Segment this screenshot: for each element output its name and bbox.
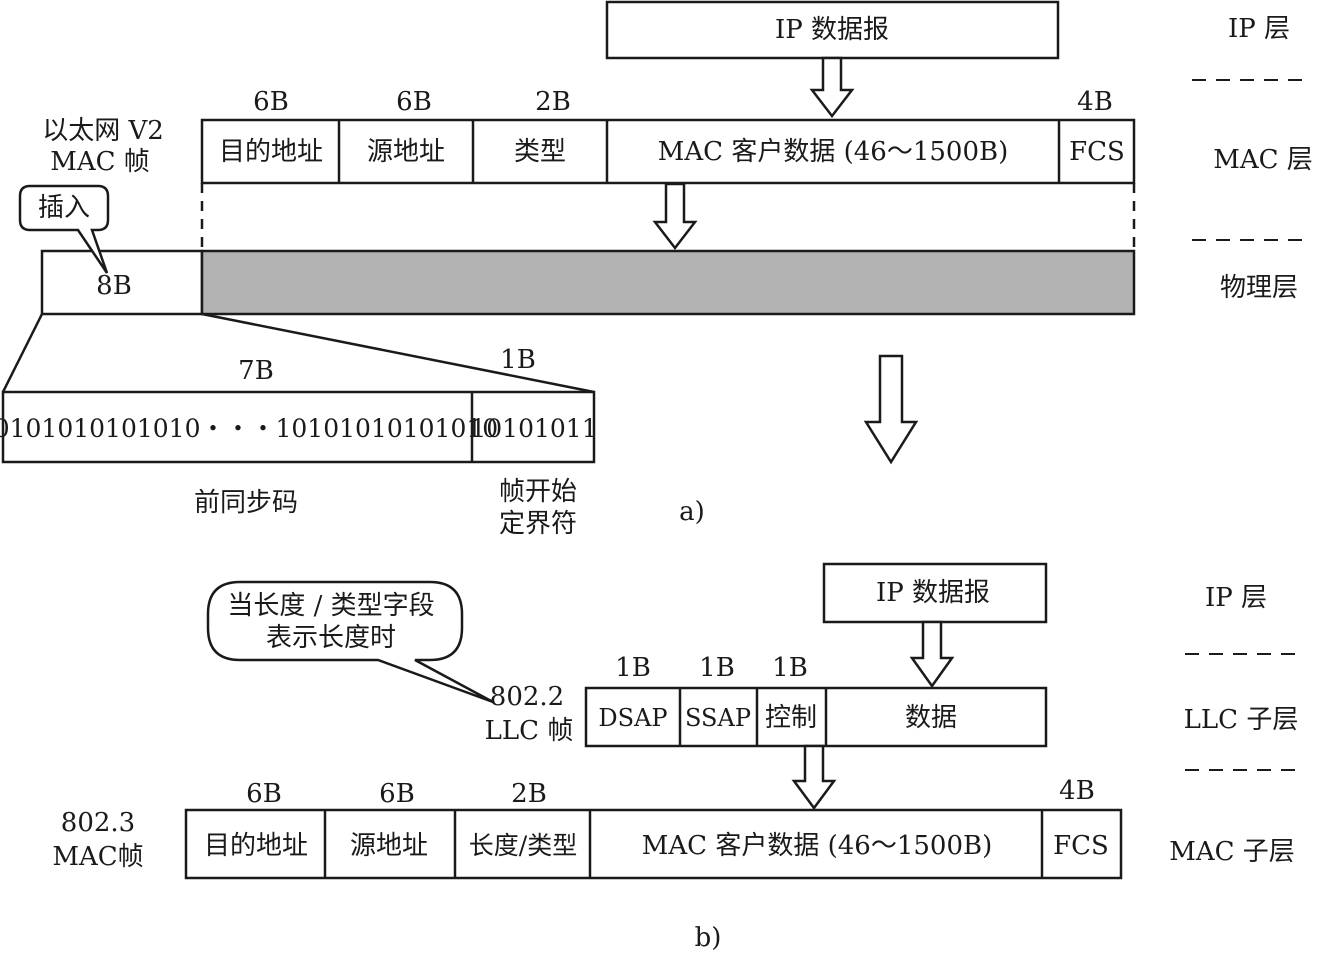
field-src-addr-b: 源地址 — [349, 831, 429, 861]
length-type-callout-bubble — [206, 580, 494, 704]
caption-a: a) — [679, 497, 705, 527]
size-label: 1B — [772, 653, 808, 683]
ip-datagram-label-a: IP 数据报 — [774, 15, 890, 45]
field-dest-addr-b: 目的地址 — [203, 831, 309, 861]
size-7b-label: 7B — [238, 356, 274, 386]
field-fcs-a: FCS — [1069, 137, 1125, 167]
zoom-line-left — [1, 313, 44, 393]
sfd-label-line2: 定界符 — [498, 509, 578, 539]
preamble-box — [40, 249, 204, 316]
sfd-bits: 10101011 — [470, 414, 598, 443]
size-label: 2B — [511, 779, 547, 809]
preamble-label: 前同步码 — [193, 488, 299, 518]
frame-name-line2-a: MAC 帧 — [50, 147, 150, 177]
layer-label-ip-b: IP 层 — [1204, 583, 1268, 613]
mac-frame-row-b — [184, 808, 1123, 880]
size-1b-label: 1B — [500, 345, 536, 375]
size-label: 1B — [699, 653, 735, 683]
llc-name-line2: LLC 帧 — [484, 716, 574, 746]
frame-name-line1-a: 以太网 V2 — [42, 116, 164, 146]
payload-shaded-box — [200, 249, 1136, 316]
layer-label-ip-a: IP 层 — [1227, 14, 1291, 44]
field-fcs-b: FCS — [1053, 831, 1109, 861]
llc-field-ssap: SSAP — [685, 704, 751, 732]
size-label: 2B — [535, 87, 571, 117]
size-label: 1B — [615, 653, 651, 683]
arrow-llc-to-mac-b — [791, 744, 837, 811]
zoom-line-right — [201, 312, 595, 394]
size-label: 4B — [1059, 776, 1095, 806]
field-type-a: 类型 — [513, 137, 567, 167]
insert-callout-text: 插入 — [37, 193, 91, 223]
field-src-addr-a: 源地址 — [366, 137, 446, 167]
ip-datagram-label-b: IP 数据报 — [875, 578, 991, 608]
layer-label-mac-b: MAC 子层 — [1169, 837, 1295, 867]
insert-callout-bubble — [18, 184, 110, 274]
field-mac-client-data-a: MAC 客户数据 (46～1500B) — [657, 137, 1009, 167]
size-label: 6B — [396, 87, 432, 117]
arrow-mac-to-phys-a — [652, 182, 698, 251]
size-label: 6B — [379, 779, 415, 809]
size-label: 4B — [1077, 87, 1113, 117]
caption-b: b) — [694, 923, 722, 953]
mac-name-line2-b: MAC帧 — [52, 842, 144, 872]
preamble-size-label: 8B — [96, 271, 132, 301]
preamble-expanded-row — [1, 390, 596, 464]
layer-label-physical-a: 物理层 — [1219, 273, 1299, 303]
layer-label-mac-a: MAC 层 — [1213, 145, 1313, 175]
layer-label-llc-b: LLC 子层 — [1183, 705, 1299, 735]
arrow-ip-to-llc-b — [909, 620, 955, 689]
mac-name-line1-b: 802.3 — [60, 808, 136, 838]
callout-line1-b: 当长度 / 类型字段 — [227, 591, 435, 621]
callout-line2-b: 表示长度时 — [265, 623, 397, 653]
llc-field-data: 数据 — [904, 703, 958, 733]
arrow-ip-to-mac-a — [809, 56, 855, 119]
llc-name-line1: 802.2 — [489, 682, 565, 712]
field-length-type-b: 长度/类型 — [468, 831, 578, 860]
sfd-label-line1: 帧开始 — [498, 477, 578, 507]
field-dest-addr-a: 目的地址 — [218, 137, 324, 167]
preamble-bits: 10101010101010・・・10101010101010 — [0, 414, 499, 443]
size-label: 6B — [246, 779, 282, 809]
llc-field-dsap: DSAP — [598, 704, 668, 732]
size-label: 6B — [253, 87, 289, 117]
big-down-arrow — [863, 354, 919, 465]
llc-field-control: 控制 — [764, 703, 818, 733]
field-mac-client-data-b: MAC 客户数据 (46～1500B) — [641, 831, 993, 861]
